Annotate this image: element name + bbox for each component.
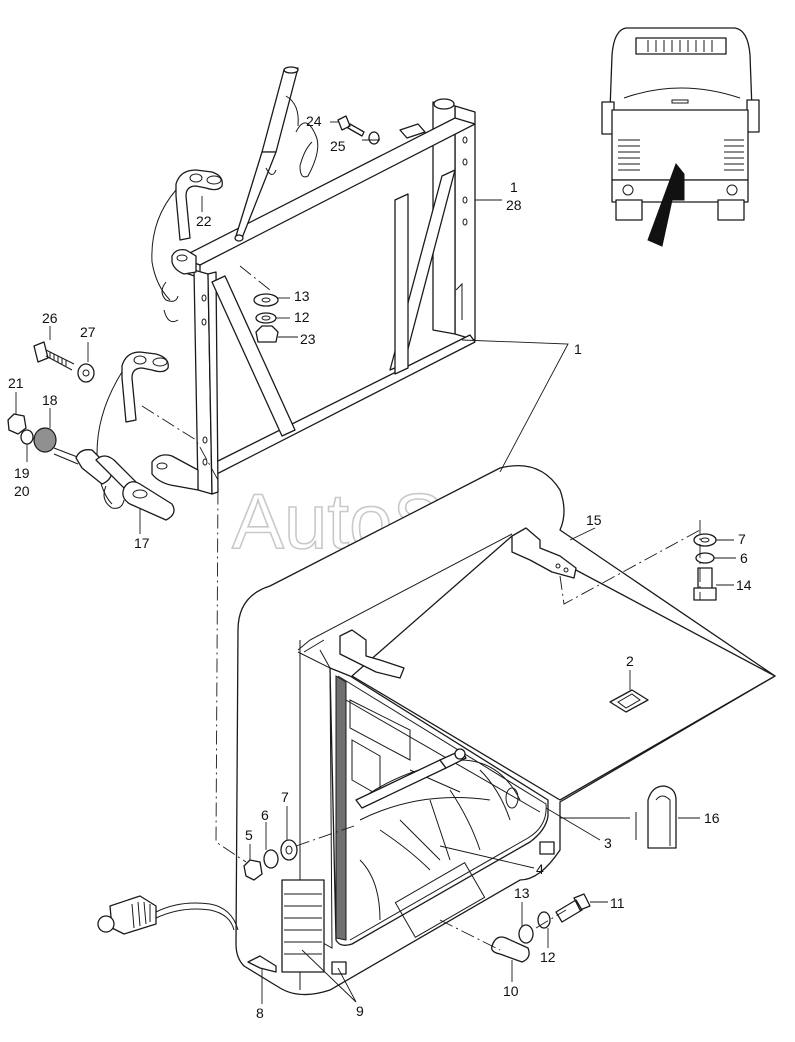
truck-front-view	[601, 27, 760, 247]
callout-22: 22	[196, 213, 212, 229]
nut-21	[7, 413, 27, 435]
lock-washer-12-lower	[537, 911, 551, 929]
callout-23: 23	[300, 331, 316, 347]
battery-box-housing	[235, 464, 776, 996]
washer-27	[77, 363, 95, 383]
leader-lines	[15, 121, 736, 1004]
callout-18: 18	[42, 392, 58, 408]
callout-13-upper: 13	[294, 288, 310, 304]
callout-13-lower: 13	[514, 885, 530, 901]
callout-1-box: 1	[574, 341, 582, 357]
assembly-axis-lines	[141, 265, 701, 951]
bolt-14	[693, 567, 717, 601]
callout-11: 11	[610, 895, 625, 911]
callout-9: 9	[356, 1003, 364, 1019]
callout-10: 10	[503, 983, 519, 999]
washer-18	[33, 427, 57, 453]
lock-washer-12-upper	[255, 312, 277, 324]
callout-7-left: 7	[281, 789, 289, 805]
electrical-cable	[97, 895, 239, 935]
hinge-bolt	[53, 447, 175, 521]
callout-20: 20	[14, 483, 30, 499]
bolt-11	[555, 893, 591, 923]
seal-16	[635, 785, 677, 849]
washer-19	[20, 429, 34, 445]
callout-4: 4	[536, 861, 544, 877]
callout-7-right: 7	[738, 531, 746, 547]
gas-strut-upper	[234, 66, 319, 242]
nut-23	[255, 325, 279, 343]
bolt-24	[337, 115, 365, 137]
callout-17: 17	[134, 535, 150, 551]
callout-2: 2	[626, 653, 634, 669]
callout-5: 5	[245, 827, 253, 843]
washer-13-lower	[518, 924, 534, 944]
callout-8: 8	[256, 1005, 264, 1021]
washer-13-upper	[253, 293, 279, 307]
washer-7-right	[693, 533, 717, 547]
washer-6-left	[263, 849, 279, 869]
callout-19: 19	[14, 465, 30, 481]
callout-15: 15	[586, 512, 602, 528]
callout-26: 26	[42, 310, 58, 326]
callout-6-left: 6	[261, 807, 269, 823]
callout-21: 21	[8, 375, 24, 391]
bolt-26	[33, 341, 75, 371]
mounting-frame	[151, 98, 476, 495]
callout-3: 3	[604, 835, 612, 851]
callout-12-upper: 12	[294, 309, 310, 325]
callout-28: 28	[506, 197, 522, 213]
washer-6-right	[695, 552, 715, 564]
callout-24: 24	[306, 113, 322, 129]
callout-12-lower: 12	[540, 949, 556, 965]
washer-25	[368, 131, 380, 145]
callout-27: 27	[80, 324, 96, 340]
bracket-10	[491, 936, 530, 963]
callout-1-top: 1	[510, 179, 518, 195]
callout-6-right: 6	[740, 550, 748, 566]
callout-16: 16	[704, 810, 720, 826]
callout-14: 14	[736, 577, 752, 593]
callout-25: 25	[330, 138, 346, 154]
lock-pin-22	[151, 169, 223, 323]
washer-7-left	[280, 839, 298, 861]
callout-labels: 1 28 24 25 22 13 12 23 26 27 21 18 19 20…	[8, 113, 752, 1021]
